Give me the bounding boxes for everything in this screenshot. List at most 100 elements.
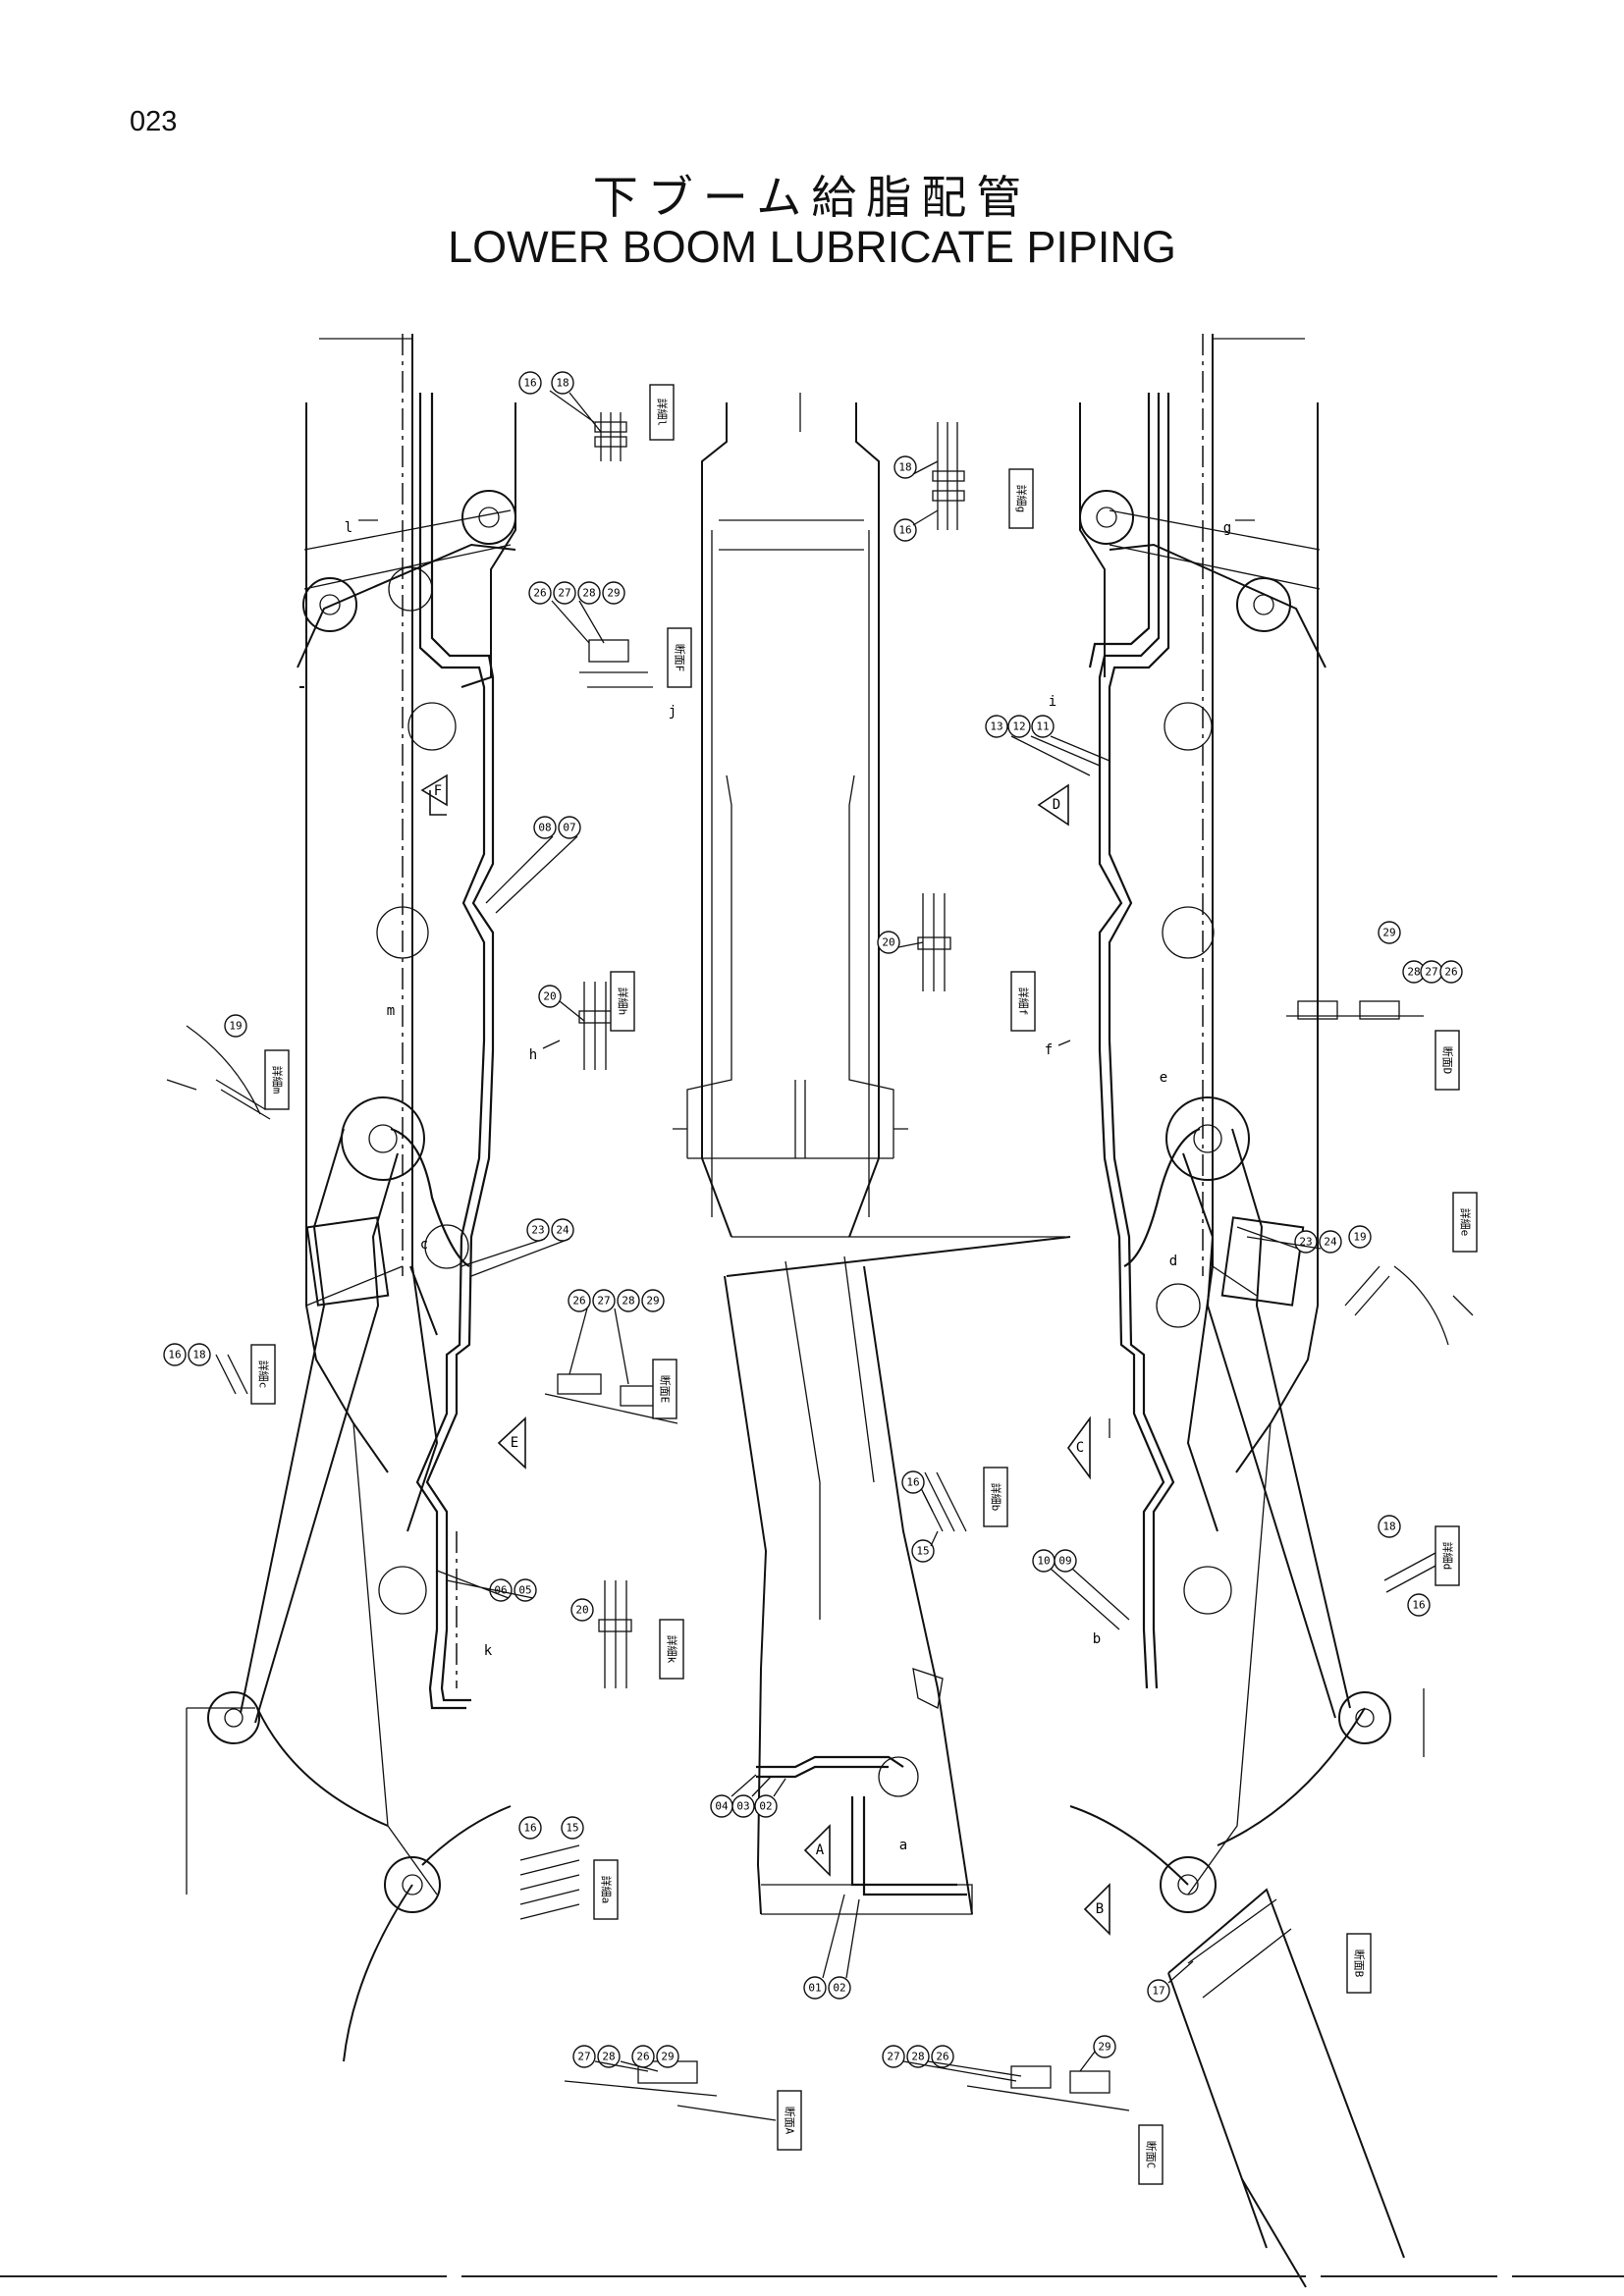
svg-text:16: 16 bbox=[523, 377, 536, 390]
section-labels: 詳細l 断面F 詳細g 詳細h 詳細f 詳細m 断面D 詳細e 詳細c 断面E … bbox=[250, 384, 1478, 2185]
svg-text:断面A: 断面A bbox=[784, 2107, 797, 2135]
bubble-27: 27 bbox=[553, 581, 576, 605]
svg-text:i: i bbox=[1049, 694, 1056, 710]
bubble-29: 29 bbox=[602, 581, 625, 605]
svg-text:A: A bbox=[816, 1842, 825, 1858]
center-lower-boom bbox=[724, 1236, 1071, 1915]
label-det-k: 詳細k bbox=[659, 1619, 684, 1680]
svg-text:27: 27 bbox=[1425, 966, 1437, 979]
label-det-e: 詳細e bbox=[1452, 1192, 1478, 1253]
svg-text:断面E: 断面E bbox=[659, 1375, 673, 1404]
label-det-l: 詳細l bbox=[649, 384, 675, 441]
bubble-20: 20 bbox=[877, 931, 900, 954]
bubble-29: 29 bbox=[1093, 2035, 1116, 2058]
bubble-28: 28 bbox=[906, 2045, 930, 2068]
bubble-19: 19 bbox=[224, 1014, 247, 1038]
svg-text:26: 26 bbox=[533, 587, 546, 600]
view-arrow-f: F bbox=[420, 774, 448, 816]
svg-text:詳細m: 詳細m bbox=[271, 1066, 285, 1095]
svg-text:02: 02 bbox=[833, 1982, 845, 1995]
svg-text:11: 11 bbox=[1036, 721, 1049, 733]
svg-text:27: 27 bbox=[887, 2051, 899, 2063]
svg-text:24: 24 bbox=[556, 1224, 569, 1237]
center-upper-boom bbox=[673, 393, 1065, 1238]
detail-markers: l g h f m e c d k b a j i bbox=[345, 519, 1255, 1853]
view-arrow-c: C bbox=[1067, 1415, 1091, 1480]
view-arrows: F D E C A B bbox=[420, 774, 1110, 1936]
svg-text:20: 20 bbox=[575, 1604, 588, 1617]
bubble-18: 18 bbox=[893, 455, 917, 479]
svg-text:02: 02 bbox=[759, 1800, 772, 1813]
svg-text:詳細a: 詳細a bbox=[600, 1876, 614, 1904]
svg-text:c: c bbox=[420, 1237, 428, 1253]
bubble-19: 19 bbox=[1348, 1225, 1372, 1249]
svg-text:28: 28 bbox=[582, 587, 595, 600]
bubble-18: 18 bbox=[188, 1343, 211, 1366]
svg-text:a: a bbox=[899, 1838, 907, 1853]
bubble-23: 23 bbox=[1294, 1230, 1318, 1254]
leader-lines bbox=[436, 390, 1322, 2082]
svg-text:01: 01 bbox=[808, 1982, 821, 1995]
bubble-03: 03 bbox=[731, 1794, 755, 1818]
svg-text:29: 29 bbox=[646, 1295, 659, 1308]
bubble-18: 18 bbox=[551, 371, 574, 395]
bubble-28: 28 bbox=[597, 2045, 621, 2068]
view-arrow-b: B bbox=[1083, 1883, 1110, 1936]
label-sec-b: 断面B bbox=[1346, 1933, 1372, 1994]
label-det-g: 詳細g bbox=[1008, 468, 1034, 529]
svg-text:29: 29 bbox=[1382, 927, 1395, 939]
bubble-15: 15 bbox=[561, 1816, 584, 1840]
svg-text:詳細k: 詳細k bbox=[666, 1635, 679, 1664]
svg-text:16: 16 bbox=[168, 1349, 181, 1362]
bubble-26: 26 bbox=[931, 2045, 954, 2068]
svg-text:15: 15 bbox=[566, 1822, 578, 1835]
left-piping bbox=[390, 393, 495, 1710]
svg-text:g: g bbox=[1223, 520, 1231, 536]
bubble-02: 02 bbox=[828, 1976, 851, 2000]
page-title-english: LOWER BOOM LUBRICATE PIPING bbox=[448, 222, 1176, 272]
label-det-f: 詳細f bbox=[1010, 971, 1036, 1032]
bubble-20: 20 bbox=[570, 1598, 594, 1622]
bubble-16: 16 bbox=[901, 1470, 925, 1494]
label-sec-c: 断面C bbox=[1138, 2124, 1164, 2185]
svg-text:E: E bbox=[511, 1435, 518, 1451]
svg-text:04: 04 bbox=[715, 1800, 729, 1813]
svg-text:09: 09 bbox=[1058, 1555, 1071, 1568]
label-sec-d: 断面D bbox=[1435, 1030, 1460, 1091]
svg-text:28: 28 bbox=[622, 1295, 634, 1308]
label-det-b: 詳細b bbox=[983, 1467, 1008, 1527]
left-boom-outline bbox=[186, 334, 516, 2062]
svg-text:詳細g: 詳細g bbox=[1015, 485, 1029, 513]
svg-text:26: 26 bbox=[936, 2051, 948, 2063]
svg-text:詳細h: 詳細h bbox=[617, 988, 630, 1016]
svg-text:29: 29 bbox=[661, 2051, 674, 2063]
svg-text:j: j bbox=[669, 704, 677, 720]
svg-text:26: 26 bbox=[1444, 966, 1457, 979]
bubble-26: 26 bbox=[568, 1289, 591, 1312]
svg-text:断面D: 断面D bbox=[1441, 1046, 1455, 1075]
svg-text:28: 28 bbox=[911, 2051, 924, 2063]
label-sec-a: 断面A bbox=[777, 2090, 802, 2151]
bubble-07: 07 bbox=[558, 816, 581, 839]
view-arrow-e: E bbox=[497, 1416, 526, 1469]
svg-text:29: 29 bbox=[607, 587, 620, 600]
svg-text:08: 08 bbox=[538, 822, 551, 834]
bubble-23: 23 bbox=[526, 1218, 550, 1242]
svg-text:詳細c: 詳細c bbox=[257, 1361, 271, 1389]
bubble-27: 27 bbox=[572, 2045, 596, 2068]
svg-text:07: 07 bbox=[563, 822, 575, 834]
bubble-26: 26 bbox=[1439, 960, 1463, 984]
bubble-29: 29 bbox=[1378, 921, 1401, 944]
svg-text:d: d bbox=[1169, 1254, 1177, 1269]
label-det-c: 詳細c bbox=[250, 1344, 276, 1405]
view-arrow-a: A bbox=[803, 1824, 831, 1877]
svg-text:詳細f: 詳細f bbox=[1017, 988, 1031, 1016]
svg-text:16: 16 bbox=[523, 1822, 536, 1835]
svg-text:18: 18 bbox=[192, 1349, 205, 1362]
svg-text:断面F: 断面F bbox=[674, 644, 687, 672]
bubble-24: 24 bbox=[1319, 1230, 1342, 1254]
right-boom-pins bbox=[1079, 490, 1391, 1913]
svg-text:27: 27 bbox=[558, 587, 570, 600]
svg-text:28: 28 bbox=[602, 2051, 615, 2063]
